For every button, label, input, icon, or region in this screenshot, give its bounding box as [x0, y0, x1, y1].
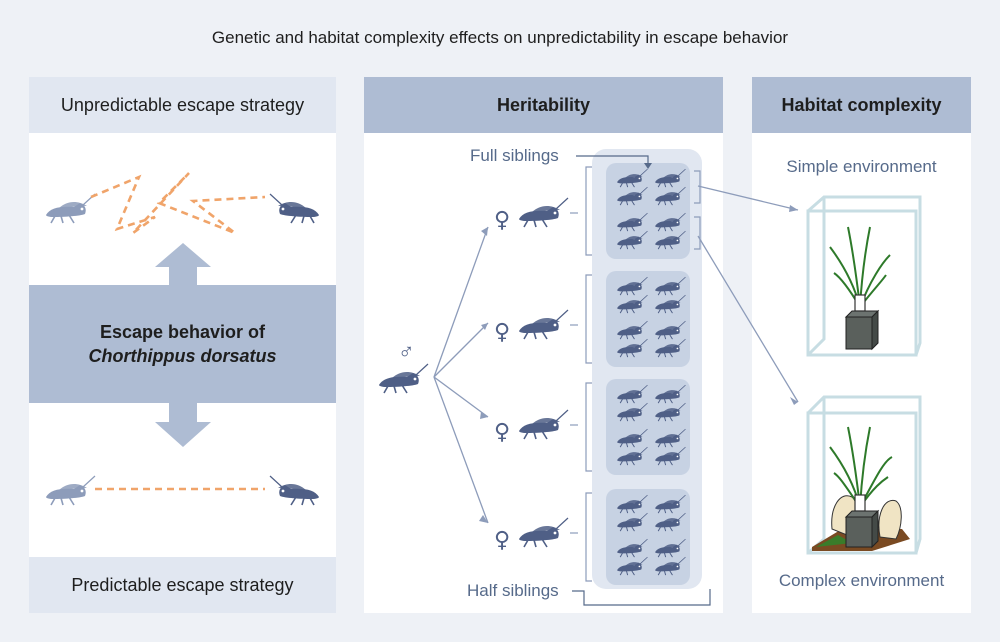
- arrow-down-icon: [155, 403, 211, 447]
- habitat-drawings: [806, 195, 922, 555]
- full-sibling-bracket: [694, 216, 701, 250]
- female-symbol-icon: ♀: [494, 528, 510, 553]
- complex-environment-label: Complex environment: [778, 571, 945, 590]
- female-symbol-icon: ♀: [494, 420, 510, 445]
- heritability-panel: Heritability ♀ ♀ ♀ ♀ Full siblings Half sib…: [364, 77, 723, 613]
- half-siblings-label: Half siblings: [467, 581, 559, 600]
- male-symbol-icon: ♂: [398, 339, 415, 364]
- zigzag-escape-path: [90, 172, 266, 235]
- family-group: [606, 379, 690, 475]
- family-bracket: [585, 274, 592, 364]
- family-group: [606, 163, 690, 259]
- family-bracket: [585, 166, 592, 256]
- full-siblings-label: Full siblings: [470, 146, 559, 165]
- family-group: [606, 271, 690, 367]
- family-bracket: [585, 492, 592, 582]
- plant-in-box-icon: [806, 195, 922, 357]
- species-line-1: Escape behavior of: [99, 322, 266, 342]
- predictable-strategy-footer: Predictable escape strategy: [29, 557, 336, 613]
- habitat-header: Habitat complexity: [752, 77, 971, 133]
- half-sibling-bracket: [572, 589, 711, 606]
- family-bracket: [585, 382, 592, 472]
- escape-strategy-panel: Unpredictable escape strategy Escape beh…: [29, 77, 336, 613]
- habitat-panel: Habitat complexity Simple environment Co…: [752, 77, 971, 613]
- simple-environment-label: Simple environment: [786, 157, 937, 176]
- female-symbol-icon: ♀: [494, 320, 510, 345]
- species-name: Chorthippus dorsatus: [88, 346, 277, 366]
- female-symbol-icon: ♀: [494, 208, 510, 233]
- family-group: [606, 489, 690, 585]
- unpredictable-strategy-header: Unpredictable escape strategy: [29, 77, 336, 133]
- figure-title: Genetic and habitat complexity effects o…: [211, 28, 789, 47]
- escape-behavior-band: Escape behavior of Chorthippus dorsatus: [29, 285, 336, 403]
- breeding-design-diagram: ♀ ♀ ♀ ♀: [378, 149, 711, 606]
- arrow-up-icon: [155, 243, 211, 285]
- unpredictable-path-drawing: [45, 172, 320, 506]
- heritability-header: Heritability: [364, 77, 723, 133]
